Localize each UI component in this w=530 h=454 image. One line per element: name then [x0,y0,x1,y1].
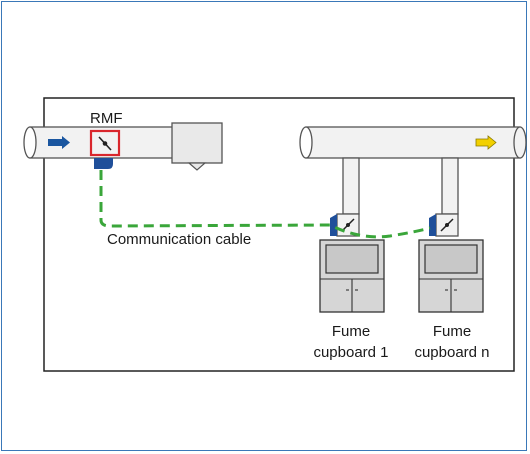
room-boundary [43,97,515,372]
branch-duct-1 [342,157,360,215]
fume-cupboard-n-label-line2: cupboard n [414,344,489,361]
actuator-icon [94,158,113,169]
supply-terminal-box [171,122,223,171]
communication-cable [99,170,431,239]
fume-cupboard-n [418,239,484,313]
communication-cable-label: Communication cable [107,231,251,248]
branch-duct-n [441,157,459,215]
branch-actuator-n-icon [429,214,436,236]
rmf-label: RMF [90,110,123,127]
fume-cupboard-n-label-line1: Fume [433,323,471,340]
exhaust-flow-arrow-icon [475,135,497,150]
fume-cupboard-1-label-line2: cupboard 1 [313,344,388,361]
branch-damper-n [429,213,459,237]
rmf-damper [89,129,121,169]
fume-cupboard-1 [319,239,385,313]
fume-cupboard-1-label-line1: Fume [332,323,370,340]
rmf-highlight-box [89,129,121,157]
supply-flow-arrow-icon [48,136,70,149]
branch-actuator-1-icon [330,214,337,236]
